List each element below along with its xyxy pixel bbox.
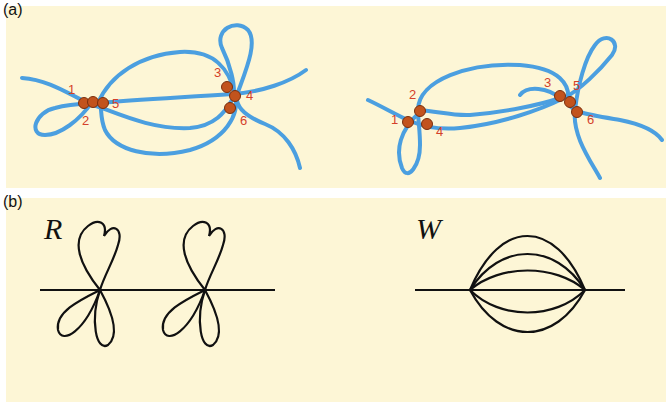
- callout-number: 3: [544, 76, 551, 89]
- callout-number: 5: [573, 79, 580, 92]
- graph-diagrams: [40, 222, 625, 346]
- vertex-dots: [79, 82, 583, 130]
- callout-number: 6: [587, 113, 594, 126]
- graph-symbol: R: [44, 214, 62, 244]
- callout-number: 4: [246, 89, 253, 102]
- callout-number: 3: [214, 66, 221, 79]
- callout-number: 4: [436, 125, 443, 138]
- graph-symbol: W: [416, 214, 441, 244]
- strand-curves: [22, 25, 662, 178]
- callout-number: 2: [82, 114, 89, 127]
- panel-letter: (a): [3, 2, 23, 18]
- callout-number: 2: [409, 88, 416, 101]
- panel-ground: [6, 6, 666, 188]
- panel-letter: (b): [3, 194, 23, 210]
- callout-number: 6: [240, 114, 247, 127]
- callout-number: 1: [391, 113, 398, 126]
- panel-ground: [6, 198, 666, 402]
- callout-number: 1: [68, 83, 75, 96]
- callout-number: 5: [112, 97, 119, 110]
